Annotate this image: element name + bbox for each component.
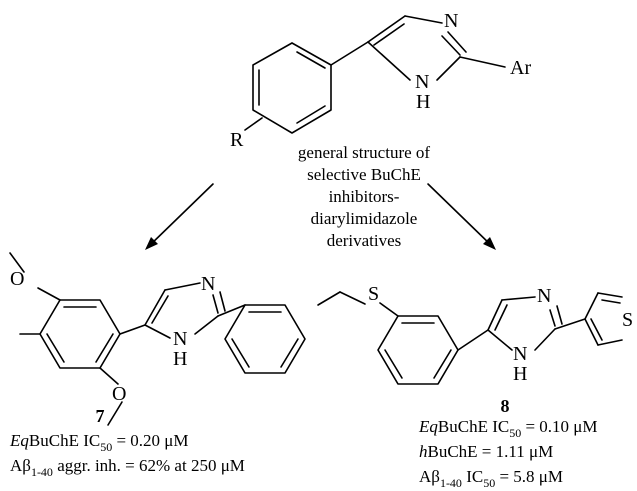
- compound-8-abeta-ic50: Aβ1-40 IC50 = 5.8 μM: [419, 467, 563, 490]
- atom-R: R: [230, 129, 244, 151]
- compound-8-labels: 8 EqBuChE IC50 = 0.10 μM hBuChE = 1.11 μ…: [418, 396, 598, 490]
- caption-line-5: derivatives: [327, 231, 402, 250]
- compound-8-structure: S N N H: [317, 283, 633, 385]
- atom-NH-H-compound-7: H: [173, 348, 187, 370]
- atom-N-compound-7: N: [201, 273, 215, 295]
- atom-NH-N-compound-7: N: [173, 328, 187, 350]
- atom-O-methoxy-top: O: [10, 268, 24, 290]
- atom-S-thiophene: S: [622, 309, 633, 331]
- atom-NH-N-compound-8: N: [513, 343, 527, 365]
- compound-8-buche-ic50: EqBuChE IC50 = 0.10 μM: [418, 417, 598, 440]
- general-imidazole-ring: [367, 15, 506, 81]
- compound-7-buche-ic50: EqBuChE IC50 = 0.20 μM: [9, 431, 189, 454]
- compound-8-number: 8: [501, 396, 510, 416]
- dimethoxyphenyl-ring: [39, 299, 121, 369]
- arrow-to-compound-7: [146, 183, 214, 249]
- general-aryl-link-bond: [330, 41, 369, 66]
- arrow-head-8: [483, 237, 496, 250]
- reaction-arrows: [145, 183, 496, 250]
- atom-NH-H-compound-8: H: [513, 363, 527, 385]
- general-structure: N N H Ar R: [230, 10, 531, 151]
- caption-line-1: general structure of: [298, 143, 430, 162]
- general-structure-caption: general structure of selective BuChE inh…: [298, 143, 430, 250]
- caption-line-2: selective BuChE: [307, 165, 421, 184]
- compound-7-abeta-aggregation: Aβ1-40 aggr. inh. = 62% at 250 μM: [10, 456, 245, 479]
- arrow-to-compound-8: [427, 183, 495, 249]
- compound-8-imidazole-ring: [487, 296, 586, 351]
- compound-8-human-buche: hBuChE = 1.11 μM: [419, 442, 553, 461]
- atom-NH-H-general: H: [416, 91, 430, 113]
- compound-8-phenyl-ring: [377, 315, 459, 385]
- compound-7-aryl-link: [119, 324, 146, 335]
- arrow-head-7: [145, 237, 158, 250]
- caption-line-3: inhibitors-: [329, 187, 400, 206]
- atom-NH-N-general: N: [415, 71, 429, 93]
- compound-7-structure: O O N N H: [9, 252, 306, 426]
- general-phenyl-ring: [244, 42, 332, 134]
- compound-7-phenyl-ring: [224, 304, 306, 374]
- compound-7-labels: 7 EqBuChE IC50 = 0.20 μM Aβ1-40 aggr. in…: [9, 406, 245, 479]
- atom-N-general: N: [444, 10, 458, 32]
- thiophene-ring: [584, 292, 623, 346]
- atom-N-compound-8: N: [537, 285, 551, 307]
- caption-line-4: diarylimidazole: [311, 209, 418, 228]
- atom-S-thioether: S: [368, 283, 379, 305]
- compound-7-imidazole-ring: [144, 282, 246, 339]
- compound-8-aryl-link: [457, 329, 489, 351]
- atom-O-methoxy-bottom: O: [112, 383, 126, 405]
- compound-7-number: 7: [96, 406, 105, 426]
- atom-Ar: Ar: [510, 57, 531, 79]
